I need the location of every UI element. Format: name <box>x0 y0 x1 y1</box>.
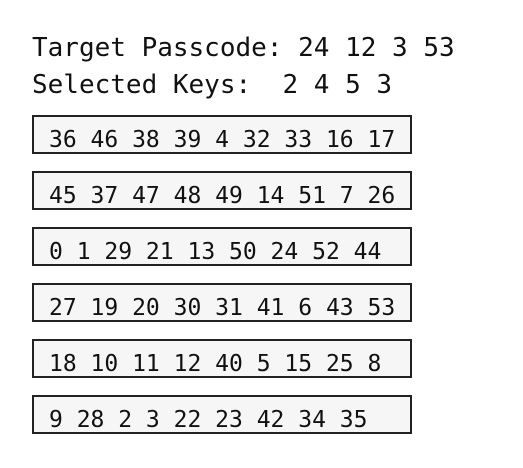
target-passcode-line: Target Passcode: 24 12 3 53 <box>32 33 455 63</box>
key-row-5[interactable]: 18 10 11 12 40 5 15 25 8 <box>32 339 412 378</box>
key-row-4[interactable]: 27 19 20 30 31 41 6 43 53 <box>32 283 412 322</box>
key-row-1-numbers: 36 46 38 39 4 32 33 16 17 <box>49 127 396 153</box>
key-row-5-numbers: 18 10 11 12 40 5 15 25 8 <box>49 351 382 377</box>
key-row-6-numbers: 9 28 2 3 22 23 42 34 35 <box>49 407 368 433</box>
selected-keys-line: Selected Keys: 2 4 5 3 <box>32 70 392 100</box>
key-row-3[interactable]: 0 1 29 21 13 50 24 52 44 <box>32 227 412 266</box>
target-passcode-label: Target Passcode: <box>32 33 283 63</box>
key-row-1[interactable]: 36 46 38 39 4 32 33 16 17 <box>32 115 412 154</box>
key-row-3-numbers: 0 1 29 21 13 50 24 52 44 <box>49 239 382 265</box>
key-row-2[interactable]: 45 37 47 48 49 14 51 7 26 <box>32 171 412 210</box>
key-row-2-numbers: 45 37 47 48 49 14 51 7 26 <box>49 183 396 209</box>
key-row-6[interactable]: 9 28 2 3 22 23 42 34 35 <box>32 395 412 434</box>
key-row-4-numbers: 27 19 20 30 31 41 6 43 53 <box>49 295 396 321</box>
selected-keys-value: 2 4 5 3 <box>282 70 393 100</box>
target-passcode-value: 24 12 3 53 <box>298 33 455 63</box>
selected-keys-label: Selected Keys: <box>32 70 252 100</box>
